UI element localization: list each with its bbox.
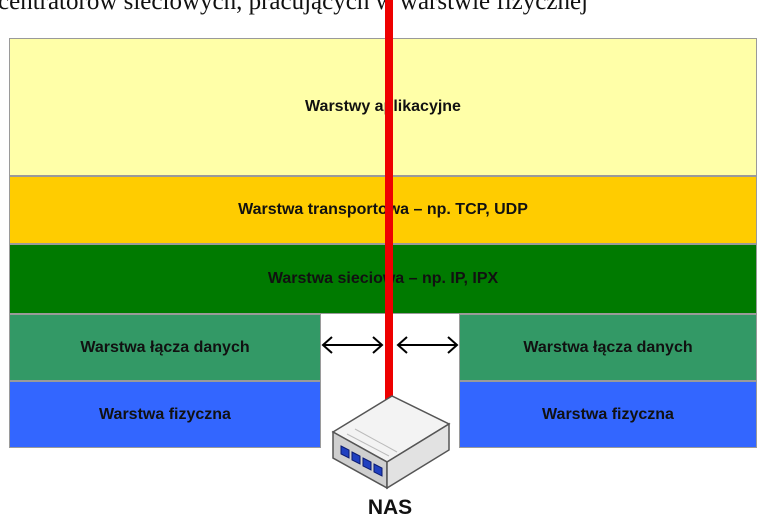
- datalink-layer-left: Warstwa łącza danych: [9, 314, 321, 381]
- datalink-layer-right: Warstwa łącza danych: [459, 314, 757, 381]
- transport-layer: Warstwa transportowa – np. TCP, UDP: [9, 176, 757, 244]
- datalink-layer-left-label: Warstwa łącza danych: [80, 338, 250, 356]
- bidirectional-arrows: [321, 336, 459, 354]
- datalink-layer-right-label: Warstwa łącza danych: [523, 338, 693, 356]
- network-layer-label: Warstwa sieciowa – np. IP, IPX: [267, 270, 499, 287]
- header-text: centratorów sieciowych, pracujących w wa…: [0, 0, 589, 15]
- nas-label: NAS: [367, 496, 413, 519]
- nas-device-icon: [331, 395, 451, 490]
- network-layer: Warstwa sieciowa – np. IP, IPX: [9, 244, 757, 314]
- physical-layer-left-label: Warstwa fizyczna: [99, 405, 231, 423]
- physical-layer-right-label: Warstwa fizyczna: [542, 405, 674, 423]
- physical-layer-left: Warstwa fizyczna: [9, 381, 321, 448]
- application-layer: Warstwy aplikacyjne: [9, 38, 757, 176]
- physical-layer-right: Warstwa fizyczna: [459, 381, 757, 448]
- application-layer-label: Warstwy aplikacyjne: [305, 98, 461, 115]
- double-arrow-right-icon: [396, 336, 459, 354]
- transport-layer-label: Warstwa transportowa – np. TCP, UDP: [238, 201, 528, 218]
- double-arrow-left-icon: [321, 336, 384, 354]
- red-line: [385, 0, 393, 412]
